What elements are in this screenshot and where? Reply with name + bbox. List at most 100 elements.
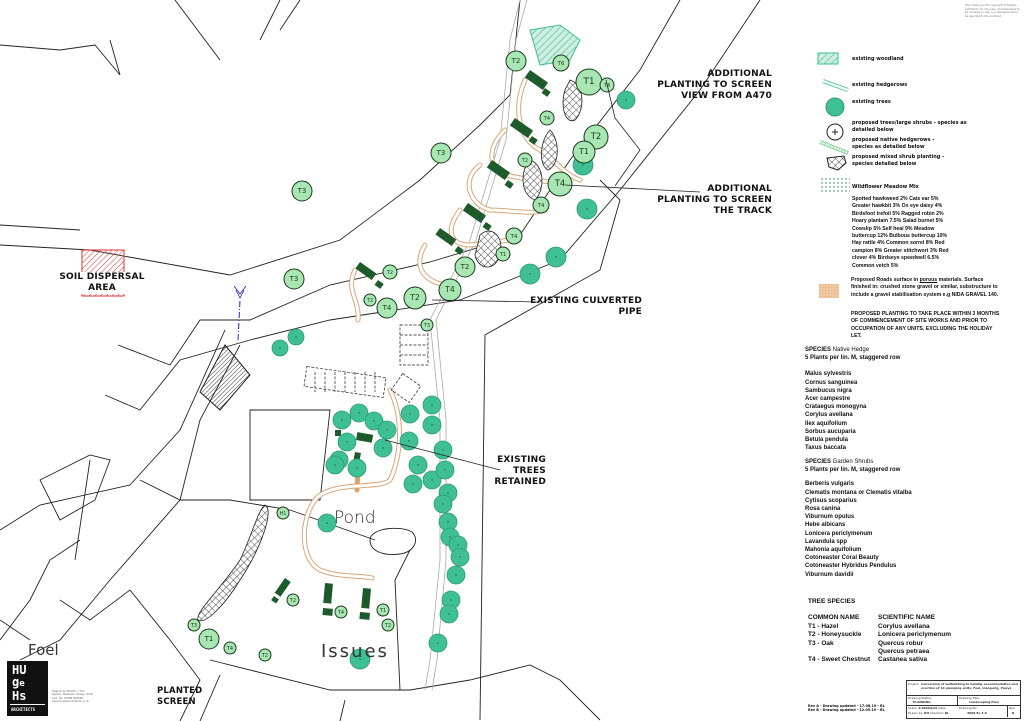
proposed-tree: [187, 618, 201, 632]
callout-line: EXISTING: [497, 455, 546, 465]
revision-notes: Rev A - Drawing updated - 17.08.19 - RL …: [808, 704, 885, 713]
tree-label: T4: [382, 304, 392, 312]
tree-label: T2: [386, 270, 393, 276]
revision-b: Rev B - Drawing updated - 12.09.19 - RL: [808, 708, 885, 713]
tree-label: T3: [289, 275, 299, 283]
tree-label: T6: [557, 61, 565, 67]
tree-label: T2: [289, 598, 296, 604]
species-item: Hebe albicans: [805, 522, 846, 529]
callout-line: ADDITIONAL: [707, 69, 772, 79]
proposed-tree: [276, 506, 290, 520]
title-label: Drawing Title:: [959, 696, 980, 700]
species-subtitle: 5 Plants per lin. M, staggered row: [805, 355, 901, 362]
tree-label: T1: [204, 635, 214, 643]
callout-line: EXISTING CULVERTED: [530, 296, 642, 306]
project-label: Project:: [908, 682, 920, 686]
proposed-tree: [572, 140, 596, 164]
proposed-tree: [430, 142, 452, 164]
callout-line: PLANTING TO SCREEN: [657, 80, 772, 90]
tree-label: T4: [337, 610, 344, 616]
roads-surface-text: Proposed Roads surface in porous materia…: [851, 277, 1001, 299]
proposed-tree: [291, 180, 313, 202]
cabin: [271, 596, 279, 604]
boundary-lines: [0, 0, 761, 721]
common-name: T1 - Hazel: [808, 622, 839, 630]
place-name-foel: Foel: [28, 641, 59, 659]
tree-species-row: Quercus petraea: [808, 648, 951, 656]
tree-label: T2: [511, 57, 521, 65]
species-item: Berberis vulgaris: [805, 481, 855, 488]
drawn-field: Drawn by: RH Checked: RL: [908, 711, 949, 715]
proposed-tree: [539, 110, 555, 126]
proposed-tree: [382, 264, 398, 280]
culverted-pipe: [237, 299, 241, 341]
callout-line: ADDITIONAL: [707, 184, 772, 194]
tree-label: T4: [444, 285, 455, 294]
cabin: [524, 69, 549, 90]
proposed-tree: [286, 593, 300, 607]
proposed-tree: [223, 641, 237, 655]
proposed-tree: [552, 54, 570, 72]
proposed-tree: [376, 297, 398, 319]
legend-existing-trees: existing trees: [852, 99, 891, 105]
callout-line: SCREEN: [157, 697, 196, 707]
place-name-issues: Issues: [321, 641, 389, 662]
drawing-notes: This drawing is the copyright of Hughes …: [965, 4, 1020, 18]
species-item: Mahonia aquifolium: [805, 547, 862, 554]
tree-label: T4: [537, 203, 545, 209]
tree-label: T2: [460, 263, 470, 271]
legend-mixed-shrub: proposed mixed shrub planting - species …: [852, 154, 945, 167]
species-item: Viburnum davidii: [805, 571, 854, 578]
roads-porous: porous: [919, 277, 938, 283]
proposed-tree: [547, 171, 573, 197]
tree-label: T2: [366, 298, 373, 304]
cabin: [435, 228, 457, 247]
tree-label: T3: [423, 323, 430, 329]
tree-label: T4: [543, 116, 550, 122]
tree-label: T4: [554, 178, 565, 188]
species-title-text: Garden Shrubs: [831, 459, 874, 465]
scale-label: Scale:: [908, 706, 918, 710]
tree-label: T3: [190, 623, 197, 629]
common-name: [808, 648, 878, 656]
title-block: Project: Conversion of outbuilding to ho…: [906, 680, 1021, 719]
callout-line: PIPE: [618, 307, 642, 317]
parking-bays: [303, 324, 429, 403]
tree-label: T4: [226, 646, 233, 652]
roads-text: materials. Surface finished in: crushed …: [851, 277, 999, 298]
proposed-tree: [505, 50, 527, 72]
legend-wildflower: Wildflower Meadow Mix: [852, 184, 919, 190]
cabin: [356, 432, 374, 443]
logo-letter: U: [19, 663, 27, 677]
proposed-tree: [258, 648, 272, 662]
common-name: T2 - Honeysuckle: [808, 631, 862, 639]
callout-line: AREA: [88, 283, 116, 293]
mixed-shrub-icon: [826, 155, 847, 171]
wildflower-icon: [820, 178, 850, 192]
cabin: [359, 612, 370, 620]
cabin: [528, 135, 538, 145]
date-label: Date:: [938, 706, 947, 710]
legend-existing-hedgerows: existing hedgerows: [852, 82, 908, 88]
proposed-tree: [403, 286, 427, 310]
scientific-name: Quercus petraea: [878, 648, 930, 656]
cabin: [504, 180, 514, 189]
tree-label: H1: [280, 511, 287, 517]
species-item: Crataegus monogyna: [805, 404, 867, 411]
cabin: [361, 588, 371, 609]
tree-label: T4: [603, 83, 610, 89]
roads-text: Proposed Roads surface in: [851, 277, 920, 283]
proposed-tree: [283, 268, 305, 290]
drawn-value: RH: [924, 711, 929, 715]
track-lines: [424, 0, 528, 691]
project-text: Conversion of outbuilding to holiday acc…: [921, 682, 1018, 690]
